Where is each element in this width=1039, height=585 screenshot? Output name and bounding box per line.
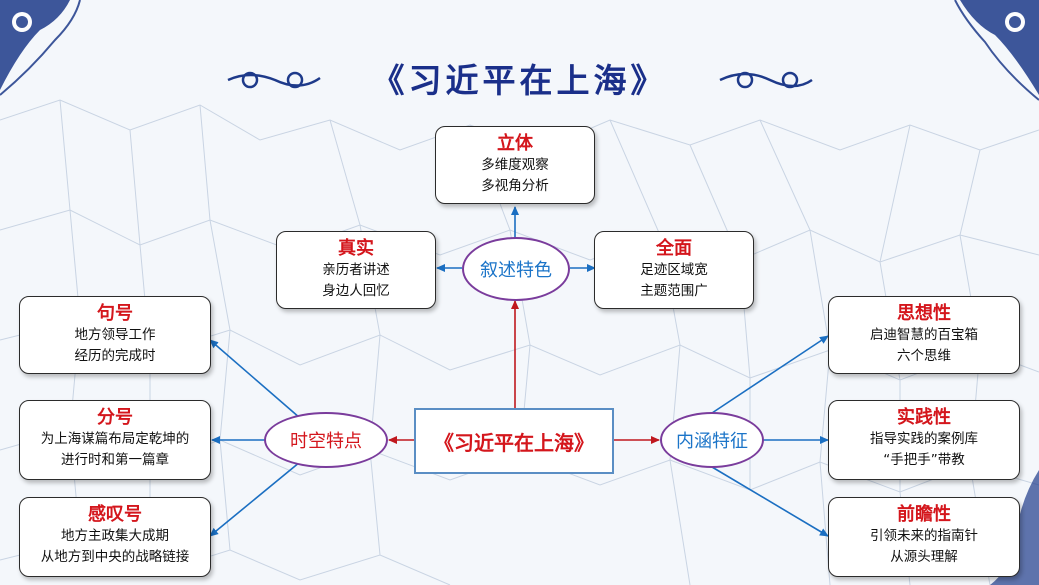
box-quanmian: 全面 足迹区域宽 主题范围广: [594, 231, 754, 309]
title-swirl-left: [227, 71, 321, 89]
box-line: 身边人回忆: [322, 283, 390, 299]
box-line: “手把手”带教: [883, 452, 965, 468]
box-line: 从源头理解: [890, 549, 958, 565]
title-swirl-right: [719, 71, 813, 89]
box-gantanhao: 感叹号 地方主政集大成期 从地方到中央的战略链接: [19, 497, 211, 577]
page-title: 《习近平在上海》: [371, 61, 668, 100]
center-node: 《习近平在上海》: [414, 408, 614, 474]
box-shijian: 实践性 指导实践的案例库 “手把手”带教: [828, 400, 1020, 480]
arrow-connotation-to-qianzhan: [711, 466, 829, 537]
box-heading: 感叹号: [88, 504, 142, 525]
box-heading: 句号: [97, 303, 133, 324]
box-line: 从地方到中央的战略链接: [40, 549, 190, 565]
connector-arrows: [209, 206, 829, 537]
box-liti: 立体 多维度观察 多视角分析: [435, 126, 595, 204]
hub-narrative: 叙述特色: [462, 237, 570, 301]
box-line: 多视角分析: [481, 178, 549, 194]
box-heading: 前瞻性: [897, 504, 951, 525]
corner-ornament-right: [954, 0, 1039, 101]
box-line: 启迪智慧的百宝箱: [870, 327, 978, 343]
box-line: 指导实践的案例库: [870, 431, 978, 447]
box-line: 地方领导工作: [74, 327, 156, 343]
hub-spacetime: 时空特点: [264, 412, 388, 468]
box-heading: 全面: [656, 238, 692, 259]
box-juhao: 句号 地方领导工作 经历的完成时: [19, 296, 211, 374]
hub-connotation: 内涵特征: [660, 412, 764, 468]
arrow-spacetime-to-gantanhao: [209, 461, 301, 537]
box-line: 亲历者讲述: [322, 262, 390, 278]
box-line: 为上海谋篇布局定乾坤的: [40, 431, 190, 447]
box-heading: 思想性: [897, 303, 951, 324]
corner-ornament-left: [0, 0, 81, 96]
box-line: 足迹区域宽: [640, 262, 708, 278]
corner-ornament-bottom-right: [990, 470, 1039, 585]
box-line: 主题范围广: [640, 283, 708, 299]
box-heading: 分号: [97, 407, 133, 428]
box-line: 地方主政集大成期: [61, 528, 169, 544]
box-fenhao: 分号 为上海谋篇布局定乾坤的 进行时和第一篇章: [19, 400, 211, 480]
box-zhenshi: 真实 亲历者讲述 身边人回忆: [276, 231, 436, 309]
arrow-spacetime-to-juhao: [209, 339, 301, 419]
hub-label: 叙述特色: [480, 260, 552, 281]
box-line: 引领未来的指南针: [870, 528, 978, 544]
box-heading: 真实: [338, 238, 374, 259]
box-qianzhan: 前瞻性 引领未来的指南针 从源头理解: [828, 497, 1020, 577]
box-heading: 实践性: [897, 407, 951, 428]
box-line: 多维度观察: [481, 157, 549, 173]
box-line: 进行时和第一篇章: [61, 452, 169, 468]
arrow-connotation-to-sixiang: [711, 335, 829, 414]
box-line: 六个思维: [897, 348, 951, 364]
hub-label: 内涵特征: [676, 431, 748, 452]
box-heading: 立体: [497, 133, 533, 154]
hub-label: 时空特点: [290, 431, 362, 452]
box-line: 经历的完成时: [74, 348, 156, 364]
box-sixiang: 思想性 启迪智慧的百宝箱 六个思维: [828, 296, 1020, 374]
